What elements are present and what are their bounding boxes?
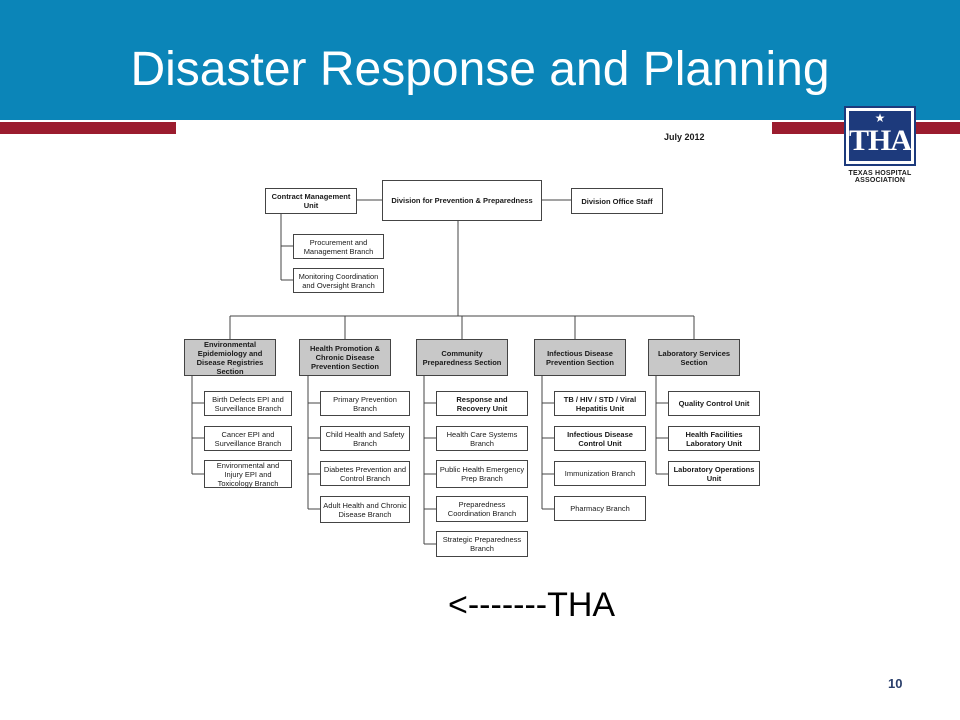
chart-date: July 2012 xyxy=(664,132,705,142)
slide-title: Disaster Response and Planning xyxy=(130,43,830,96)
branch-box: Health Facilities Laboratory Unit xyxy=(668,426,760,451)
section-health-promotion: Health Promotion & Chronic Disease Preve… xyxy=(299,339,391,376)
logo-caption: TEXAS HOSPITAL ASSOCIATION xyxy=(848,170,912,184)
contract-management-unit: Contract Management Unit xyxy=(265,188,357,214)
accent-bar-left xyxy=(0,122,176,134)
tha-arrow-annotation: <-------THA xyxy=(448,586,616,624)
section-infectious-disease: Infectious Disease Prevention Section xyxy=(534,339,626,376)
branch-box: Adult Health and Chronic Disease Branch xyxy=(320,496,410,523)
star-icon: ★ xyxy=(874,111,886,125)
logo-panel: ★ THA xyxy=(849,111,912,161)
monitoring-branch: Monitoring Coordination and Oversight Br… xyxy=(293,268,384,293)
branch-box: Child Health and Safety Branch xyxy=(320,426,410,451)
section-community-preparedness: Community Preparedness Section xyxy=(416,339,508,376)
branch-box: Strategic Preparedness Branch xyxy=(436,531,528,557)
logo-text: THA xyxy=(849,124,912,157)
branch-box: Environmental and Injury EPI and Toxicol… xyxy=(204,460,292,488)
branch-box: Pharmacy Branch xyxy=(554,496,646,521)
branch-box: Cancer EPI and Surveillance Branch xyxy=(204,426,292,451)
section-environmental: Environmental Epidemiology and Disease R… xyxy=(184,339,276,376)
page-number: 10 xyxy=(888,676,903,691)
division-office-staff: Division Office Staff xyxy=(571,188,663,214)
branch-box: Laboratory Operations Unit xyxy=(668,461,760,486)
branch-box: Infectious Disease Control Unit xyxy=(554,426,646,451)
branch-box: Primary Prevention Branch xyxy=(320,391,410,416)
tha-logo: ★ THA xyxy=(844,106,916,166)
branch-box: Health Care Systems Branch xyxy=(436,426,528,451)
branch-box: TB / HIV / STD / Viral Hepatitis Unit xyxy=(554,391,646,416)
branch-box: Diabetes Prevention and Control Branch xyxy=(320,461,410,486)
branch-box: Public Health Emergency Prep Branch xyxy=(436,460,528,488)
section-laboratory: Laboratory Services Section xyxy=(648,339,740,376)
branch-box: Immunization Branch xyxy=(554,461,646,486)
title-bar xyxy=(0,0,960,120)
branch-box: Preparedness Coordination Branch xyxy=(436,496,528,522)
procurement-branch: Procurement and Management Branch xyxy=(293,234,384,259)
branch-box: Quality Control Unit xyxy=(668,391,760,416)
division-box: Division for Prevention & Preparedness xyxy=(382,180,542,221)
branch-box: Response and Recovery Unit xyxy=(436,391,528,416)
branch-box: Birth Defects EPI and Surveillance Branc… xyxy=(204,391,292,416)
